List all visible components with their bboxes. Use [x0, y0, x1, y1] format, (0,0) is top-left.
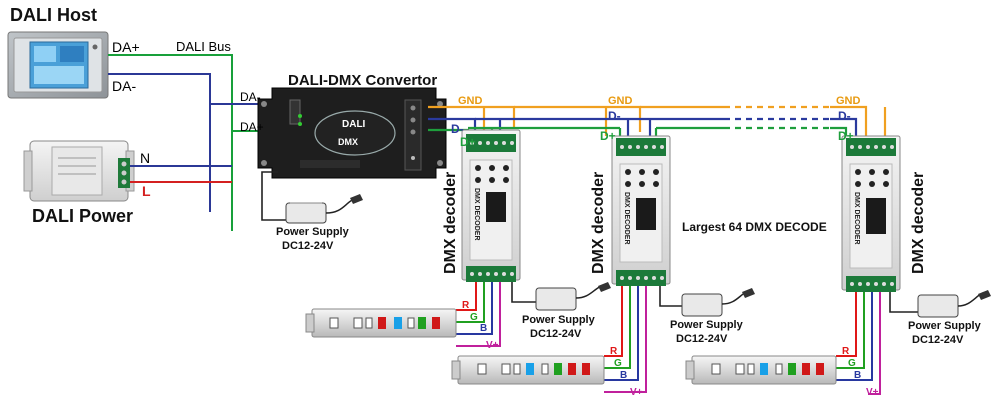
decoder-2-psu-voltage: DC12-24V [676, 333, 728, 345]
dminus-label-2: D- [608, 109, 621, 123]
decoder-3-b-label: B [854, 370, 862, 381]
decoder-2-r-label: R [610, 346, 618, 357]
dali-bus-label: DALI Bus [176, 39, 231, 54]
dplus-label-2: D+ [600, 129, 616, 143]
decoder-3-output-wires [836, 292, 881, 395]
dali-power-title: DALI Power [32, 206, 134, 226]
decoder-1-g-label: G [470, 312, 478, 323]
decoder-2-body-text: DMX DECODER [623, 192, 630, 245]
convertor-device [257, 87, 447, 179]
decoder-2 [611, 135, 671, 286]
strip-1 [305, 308, 457, 338]
gnd-label-1: GND [458, 95, 483, 107]
convertor-title: DALI-DMX Convertor [288, 72, 438, 89]
dali-host-title: DALI Host [10, 5, 97, 25]
decoder-2-v-label: V+ [630, 387, 643, 398]
decoder-3-psu [889, 290, 991, 318]
strip-3 [685, 355, 837, 385]
convertor-psu-label: Power Supply [276, 226, 349, 238]
decoder-3-label: DMX decoder [910, 171, 927, 274]
decoder-1-v-label: V+ [486, 340, 499, 351]
dmx-bus-wires [428, 105, 887, 140]
convertor-da-plus-label: DA+ [240, 120, 264, 134]
decoder-3-psu-voltage: DC12-24V [912, 334, 964, 346]
decoder-1 [461, 129, 521, 282]
convertor-psu-voltage: DC12-24V [282, 240, 334, 252]
decoder-1-output-wires [456, 282, 501, 347]
dminus-label-3: D- [838, 109, 851, 123]
decoder-1-psu-voltage: DC12-24V [530, 328, 582, 340]
convertor-logo-dmx: DMX [338, 137, 358, 147]
decoder-1-psu-label: Power Supply [522, 314, 595, 326]
dminus-label-1: D- [451, 122, 464, 136]
dplus-label-1: D+ [460, 135, 476, 149]
decoder-1-label: DMX decoder [442, 171, 459, 274]
decoder-2-b-label: B [620, 370, 628, 381]
decoder-3-g-label: G [848, 358, 856, 369]
power-n-label: N [140, 150, 151, 166]
convertor-da-minus-label: DA- [240, 90, 261, 104]
strip-2 [451, 355, 605, 385]
gnd-label-2: GND [608, 95, 633, 107]
decoder-3-body-text: DMX DECODER [853, 192, 860, 245]
decoder-1-body-text: DMX DECODER [473, 188, 480, 241]
decoder-3 [841, 135, 901, 292]
decoder-3-r-label: R [842, 346, 850, 357]
decoder-2-psu-label: Power Supply [670, 319, 743, 331]
decoder-2-output-wires [604, 286, 647, 393]
host-da-minus-label: DA- [112, 78, 137, 94]
largest-decode-note: Largest 64 DMX DECODE [682, 220, 827, 234]
gnd-label-3: GND [836, 95, 861, 107]
decoder-2-g-label: G [614, 358, 622, 369]
power-l-label: L [142, 183, 151, 199]
decoder-1-r-label: R [462, 300, 470, 311]
decoder-1-psu [511, 282, 611, 311]
decoder-2-psu [659, 286, 755, 317]
host-da-plus-label: DA+ [112, 39, 140, 55]
dali-power-module [23, 140, 135, 202]
convertor-power-supply [261, 171, 363, 224]
dali-host-panel [7, 31, 109, 99]
decoder-2-label: DMX decoder [590, 171, 607, 274]
decoder-1-b-label: B [480, 323, 488, 334]
decoder-3-v-label: V+ [866, 387, 879, 398]
dplus-label-3: D+ [838, 129, 854, 143]
convertor-logo-dali: DALI [342, 119, 366, 130]
decoder-3-psu-label: Power Supply [908, 320, 981, 332]
